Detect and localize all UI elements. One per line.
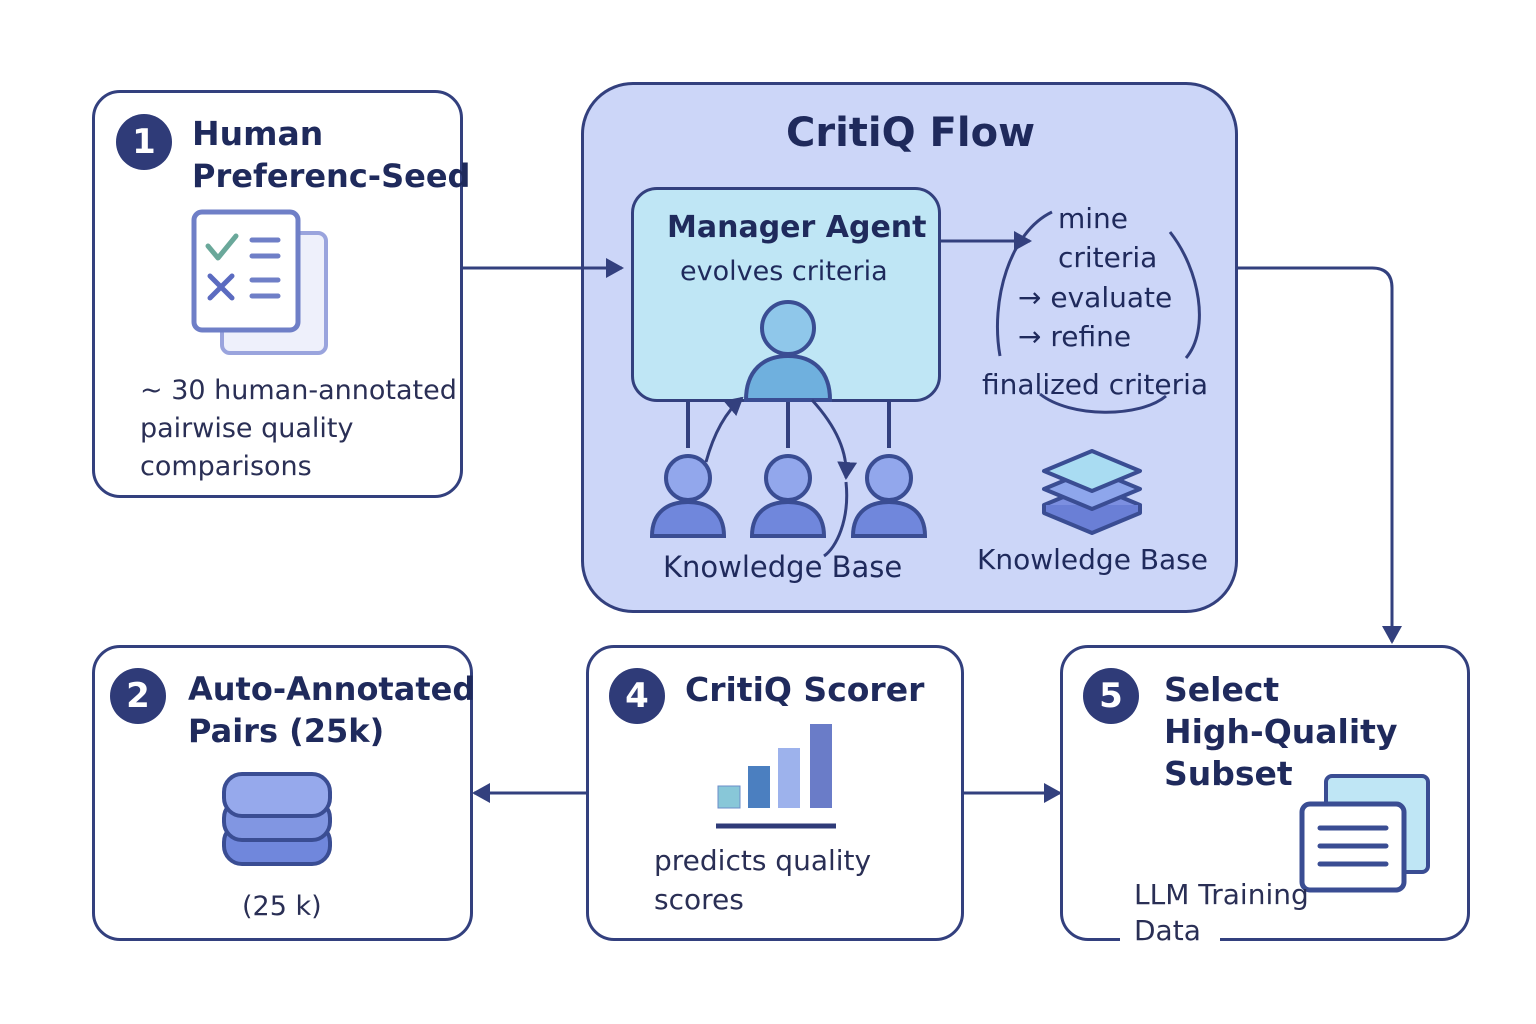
loop-finalized-criteria: finalized criteria [982, 368, 1209, 401]
loop-arc-bottom [1039, 392, 1167, 414]
step2-title-line2: Pairs (25k) [188, 712, 385, 750]
bar-chart-icon [712, 720, 842, 832]
loop-arc-right [1168, 231, 1201, 359]
manager-title: Manager Agent [667, 210, 927, 245]
step4-number-badge: 4 [609, 668, 665, 724]
checklist-document-icon [190, 208, 332, 358]
loop-mine: mine [1058, 202, 1129, 235]
step5-title-line3: Subset [1164, 754, 1293, 793]
agents-knowledge-base-label: Knowledge Base [663, 550, 903, 584]
agent-person-icon [748, 452, 828, 540]
step4-desc-line2: scores [654, 883, 744, 916]
step1-desc-line2: pairwise quality [140, 413, 354, 444]
step5-number-badge: 5 [1083, 668, 1139, 724]
agent-person-icon [849, 452, 929, 540]
step5-title-line2: High-Quality [1164, 712, 1398, 751]
step1-title-line1: Human [192, 114, 324, 153]
step2-caption: (25 k) [242, 891, 322, 922]
flow-title: CritiQ Flow [786, 110, 1036, 156]
step1-desc-line3: comparisons [140, 451, 312, 482]
step5-caption-line1: LLM Training [1134, 878, 1309, 911]
step5-caption-gap [1120, 934, 1220, 944]
documents-icon [1298, 772, 1434, 894]
loop-criteria: criteria [1058, 241, 1158, 274]
step1-desc-line1: ~ 30 human-annotated [140, 375, 457, 406]
database-stack-icon [218, 762, 336, 872]
loop-evaluate: → evaluate [1018, 281, 1173, 314]
step2-number-badge: 2 [110, 668, 166, 724]
step4-desc-line1: predicts quality [654, 844, 872, 877]
knowledge-base-stack-icon [1036, 445, 1148, 541]
arrow-flow-to-select [1238, 266, 1402, 644]
step1-number-badge: 1 [116, 114, 172, 170]
step2-title-line1: Auto-Annotated [188, 670, 476, 708]
arrow-agent-curve-to-kb [823, 481, 849, 558]
step4-title: CritiQ Scorer [685, 670, 925, 709]
manager-person-icon [740, 300, 836, 404]
arrow-agent-up [704, 396, 744, 463]
manager-subtitle: evolves criteria [680, 256, 888, 287]
kb-label: Knowledge Base [977, 543, 1208, 576]
loop-refine: → refine [1018, 320, 1132, 353]
step5-title-line1: Select [1164, 670, 1280, 709]
loop-arc-left [996, 210, 1053, 357]
arrow-agent-down [810, 398, 858, 480]
agent-person-icon [648, 452, 728, 540]
step5-caption-line2: Data [1134, 914, 1201, 947]
step1-title-line2: Preferenc-Seed [192, 157, 471, 195]
